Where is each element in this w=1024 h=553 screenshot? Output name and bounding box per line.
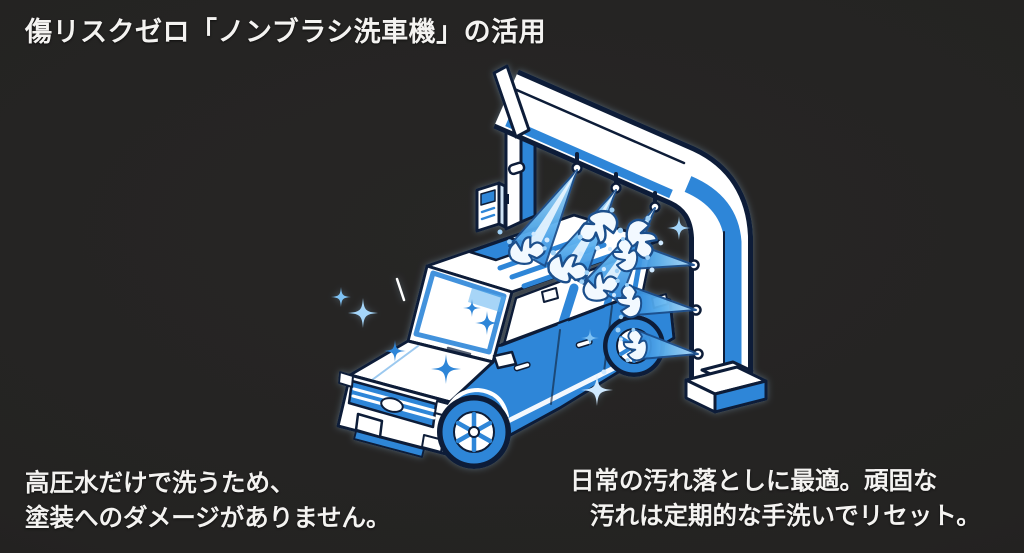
front-wheel: [437, 395, 511, 469]
side-jet-icons: [628, 240, 699, 360]
front-fascia: [336, 371, 453, 458]
caption-left-line2: 塗装へのダメージがありません。: [25, 505, 391, 532]
side-mirror-right: [541, 287, 559, 303]
suv-car-icon: [336, 213, 676, 469]
windshield: [406, 264, 514, 364]
control-panel-icon: [475, 181, 509, 233]
lower-intake: [353, 430, 425, 458]
emblem: [380, 397, 404, 413]
side-mirror-left: [492, 350, 518, 370]
caption-right-line2: 汚れは定期的な手洗いでリセット。: [590, 503, 981, 530]
license-plate: [354, 412, 384, 439]
nozzle-icons: [571, 152, 704, 360]
caption-right: 日常の汚れ落としに最適。頑固な 汚れは定期的な手洗いでリセット。: [570, 464, 981, 534]
car-wash-gantry-icon: [492, 64, 768, 414]
headlight-left: [338, 371, 354, 388]
splash-icons: [497, 204, 667, 375]
caption-left: 高圧水だけで洗うため、 塗装へのダメージがありません。: [25, 466, 391, 536]
caption-right-line1: 日常の汚れ落としに最適。頑固な: [570, 468, 938, 495]
caption-left-line1: 高圧水だけで洗うため、: [25, 470, 295, 497]
gantry-base-icon: [684, 360, 768, 414]
page-title: 傷リスクゼロ「ノンブラシ洗車機」の活用: [25, 17, 547, 47]
